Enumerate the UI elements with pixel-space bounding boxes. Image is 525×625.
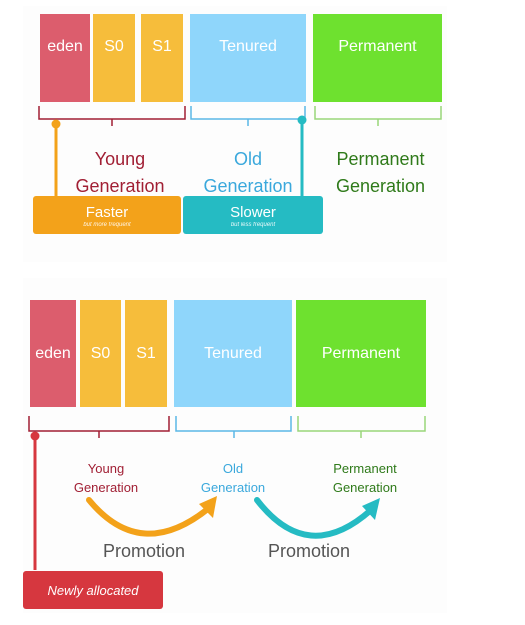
permanent-label: Permanent [338, 38, 417, 55]
s0-label: S0 [104, 38, 124, 55]
old-bracket [175, 416, 292, 438]
eden-label: eden [47, 38, 83, 55]
newly-allocated-dot [30, 431, 40, 441]
s1-box: S1 [125, 300, 167, 407]
faster-tag: Faster but more frequent [33, 196, 181, 234]
tenured-label: Tenured [219, 38, 277, 55]
slower-title: Slower [230, 204, 276, 221]
newly-allocated-tag: Newly allocated [23, 571, 163, 609]
promotion-arrow-2 [254, 497, 374, 539]
permanent-bracket [297, 416, 426, 438]
s0-box: S0 [93, 14, 135, 102]
s0-box: S0 [80, 300, 121, 407]
slower-subtitle: but less frequent [230, 222, 276, 228]
tenured-box: Tenured [190, 14, 306, 102]
old-bracket [190, 106, 306, 126]
young-bracket [38, 106, 186, 126]
young-bracket [28, 416, 170, 438]
promotion-label-1: Promotion [103, 541, 186, 561]
slower-tag: Slower but less frequent [183, 196, 323, 234]
promotion-arrow-1 [86, 497, 212, 537]
s1-label: S1 [152, 38, 172, 55]
eden-box: eden [30, 300, 76, 407]
bottom-brackets-and-arrows [28, 416, 426, 570]
permanent-box: Permanent [296, 300, 426, 407]
newly-allocated-label: Newly allocated [47, 582, 139, 598]
permanent-bracket [314, 106, 442, 126]
tenured-box: Tenured [174, 300, 292, 407]
eden-label: eden [35, 344, 71, 362]
faster-dot [51, 119, 61, 129]
top-brackets [38, 106, 442, 201]
s0-label: S0 [90, 344, 111, 362]
slower-dot [297, 115, 307, 125]
faster-title: Faster [85, 204, 129, 221]
s1-label: S1 [136, 344, 156, 362]
tenured-label: Tenured [204, 344, 262, 362]
faster-subtitle: but more frequent [83, 222, 131, 228]
eden-box: eden [40, 14, 90, 102]
promotion-label-2: Promotion [268, 541, 351, 561]
permanent-box: Permanent [313, 14, 442, 102]
s1-box: S1 [141, 14, 183, 102]
permanent-label: Permanent [321, 344, 401, 362]
